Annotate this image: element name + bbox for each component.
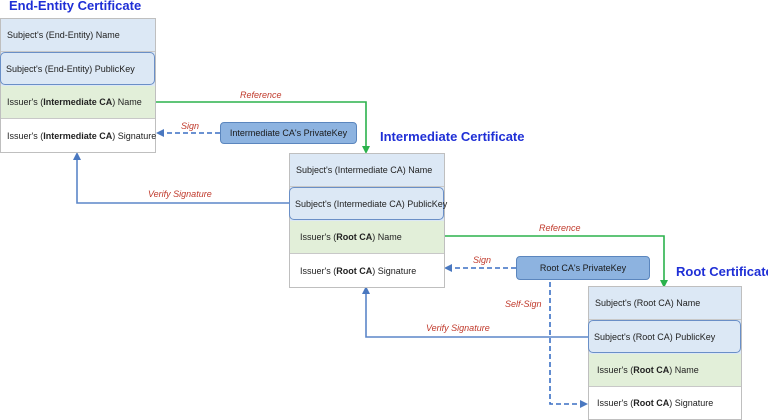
ee-subject-public-key: Subject's (End-Entity) PublicKey <box>0 52 155 85</box>
reference-arrow-2 <box>444 235 668 288</box>
reference-label-1: Reference <box>240 90 282 100</box>
self-sign-label: Self-Sign <box>505 299 542 309</box>
verify-label-1: Verify Signature <box>148 189 212 199</box>
end-entity-certificate: Subject's (End-Entity) Name Issuer's (In… <box>0 18 156 153</box>
root-issuer-signature: Issuer's (Root CA) Signature <box>589 387 741 419</box>
root-issuer-name: Issuer's (Root CA) Name <box>589 354 741 387</box>
verify-arrow-2 <box>362 286 588 338</box>
int-subject-public-key: Subject's (Intermediate CA) PublicKey <box>289 187 447 220</box>
reference-arrow-1 <box>154 101 370 154</box>
root-subject-name: Subject's (Root CA) Name <box>589 287 741 320</box>
reference-label-2: Reference <box>539 223 581 233</box>
root-title: Root Certificate <box>676 264 768 279</box>
intermediate-private-key: Intermediate CA's PrivateKey <box>220 122 357 144</box>
int-issuer-signature: Issuer's (Root CA) Signature <box>290 254 444 287</box>
ee-issuer-signature: Issuer's (Intermediate CA) Signature <box>1 119 156 152</box>
int-subject-name: Subject's (Intermediate CA) Name <box>290 154 444 187</box>
self-sign-arrow <box>549 282 588 408</box>
intermediate-certificate: Subject's (Intermediate CA) Name Issuer'… <box>289 153 445 288</box>
root-private-key: Root CA's PrivateKey <box>516 256 650 280</box>
end-entity-title: End-Entity Certificate <box>9 0 142 13</box>
sign-label-1: Sign <box>181 121 200 131</box>
verify-label-2: Verify Signature <box>426 323 490 333</box>
ee-issuer-name: Issuer's (Intermediate CA) Name <box>1 86 155 119</box>
ee-subject-name: Subject's (End-Entity) Name <box>1 19 155 52</box>
verify-arrow-1 <box>73 152 290 204</box>
sign-label-2: Sign <box>473 255 492 265</box>
int-issuer-name: Issuer's (Root CA) Name <box>290 221 444 254</box>
root-certificate: Subject's (Root CA) Name Issuer's (Root … <box>588 286 742 420</box>
intermediate-title: Intermediate Certificate <box>380 129 525 144</box>
root-subject-public-key: Subject's (Root CA) PublicKey <box>588 320 741 353</box>
